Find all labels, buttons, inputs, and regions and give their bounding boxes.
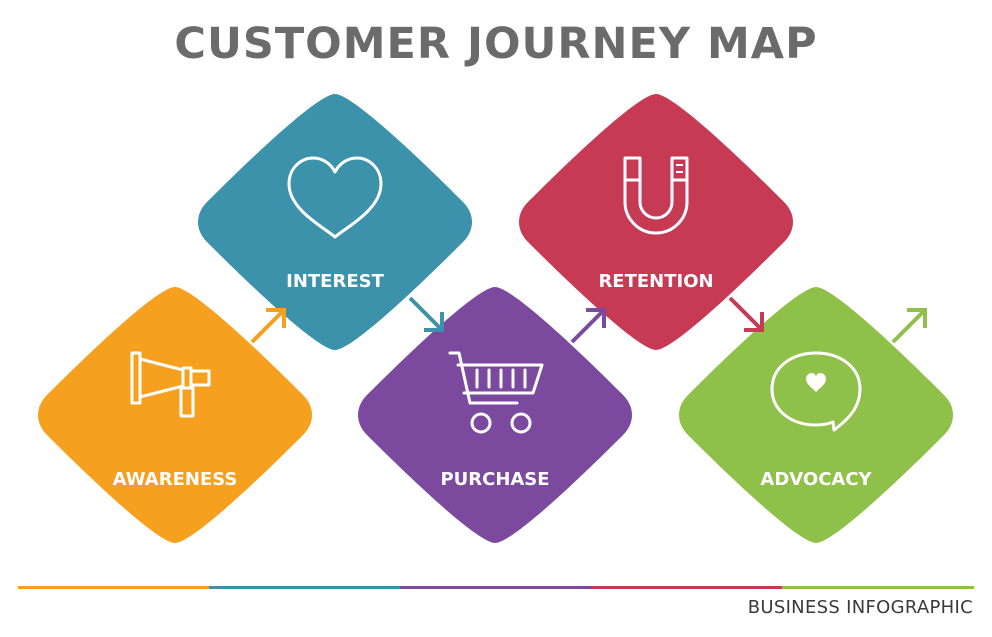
arrow-down-right-icon <box>728 296 764 332</box>
stage-purchase-label: PURCHASE <box>440 469 549 490</box>
stage-interest-shape <box>198 94 472 350</box>
stage-advocacy: ADVOCACY <box>679 287 953 543</box>
arrow-up-right-icon <box>250 308 286 344</box>
megaphone-icon <box>130 351 211 418</box>
page-title: CUSTOMER JOURNEY MAP <box>174 19 818 69</box>
stage-purchase: PURCHASE <box>358 287 632 543</box>
stage-awareness: AWARENESS <box>38 287 312 543</box>
stage-interest: INTEREST <box>198 94 472 350</box>
shopping-cart-icon <box>448 351 544 434</box>
color-divider <box>18 586 974 589</box>
stage-retention-label: RETENTION <box>598 271 713 292</box>
footer-caption: BUSINESS INFOGRAPHIC <box>747 597 973 618</box>
heart-icon <box>287 156 383 239</box>
arrow-up-right-icon <box>891 308 927 344</box>
speech-bubble-heart-icon <box>770 351 862 432</box>
stage-retention-shape <box>519 94 793 350</box>
magnet-icon <box>623 156 689 235</box>
arrow-down-right-icon <box>408 296 444 332</box>
arrow-up-right-icon <box>570 308 606 344</box>
stage-advocacy-label: ADVOCACY <box>760 469 872 490</box>
stage-interest-label: INTEREST <box>286 271 384 292</box>
stage-awareness-label: AWARENESS <box>113 469 238 490</box>
stage-retention: RETENTION <box>519 94 793 350</box>
